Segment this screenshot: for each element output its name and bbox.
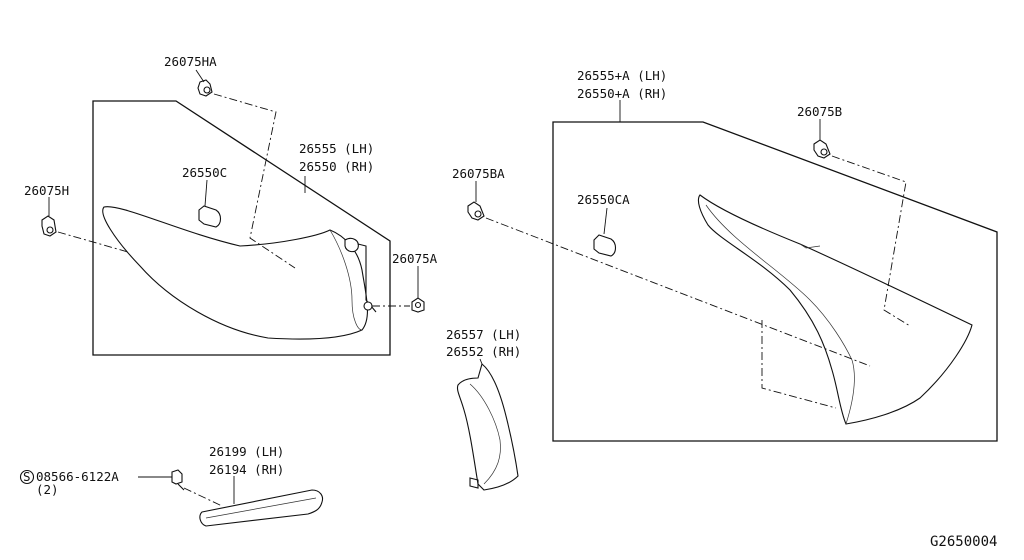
label-26075a: 26075A bbox=[392, 251, 438, 266]
dash-bolt-to-reflector bbox=[183, 487, 223, 507]
label-bolt-code: 08566-6122A bbox=[36, 469, 119, 484]
label-26194-rh: 26194 (RH) bbox=[209, 462, 284, 477]
label-26552-rh: 26552 (RH) bbox=[446, 344, 521, 359]
clip-26075a bbox=[411, 297, 425, 313]
clip-26075h bbox=[41, 215, 57, 237]
label-26557-lh: 26557 (LH) bbox=[446, 327, 521, 342]
label-26075h: 26075H bbox=[24, 183, 69, 198]
clip-26075b bbox=[813, 139, 831, 159]
clip-26075ba bbox=[467, 201, 485, 221]
left-tail-lamp-inner-edge bbox=[329, 229, 363, 331]
leader-26550c bbox=[204, 179, 208, 207]
leader-26075ha bbox=[195, 69, 205, 83]
right-tail-lamp-notch bbox=[799, 243, 821, 249]
label-26555-lh: 26555 (LH) bbox=[299, 141, 374, 156]
dash-26075ha-to-lamp bbox=[213, 93, 296, 269]
clip-26075ha bbox=[197, 79, 213, 97]
side-marker-mount-tab bbox=[469, 477, 479, 489]
dash-26075b-to-lamp bbox=[831, 155, 911, 327]
label-26199-lh: 26199 (LH) bbox=[209, 444, 284, 459]
side-marker-26557 bbox=[456, 363, 519, 491]
label-26075ba: 26075BA bbox=[452, 166, 505, 181]
left-lamp-mount-point bbox=[363, 301, 373, 311]
bulb-26550c bbox=[198, 205, 222, 228]
side-marker-inner-edge bbox=[469, 383, 501, 485]
label-26075ha: 26075HA bbox=[164, 54, 217, 69]
left-assembly-frame bbox=[92, 100, 391, 356]
label-26550c: 26550C bbox=[182, 165, 227, 180]
label-bolt-symbol: S bbox=[23, 469, 31, 484]
label-26550ca: 26550CA bbox=[577, 192, 630, 207]
bolt-08566-6122a bbox=[171, 469, 185, 491]
dash-right-lower-bracket bbox=[761, 320, 837, 409]
right-assembly-frame bbox=[552, 121, 998, 442]
left-tail-lamp bbox=[102, 206, 368, 340]
dash-26075ba-to-lamp bbox=[485, 217, 871, 367]
label-26555a-lh: 26555+A (LH) bbox=[577, 68, 667, 83]
leader-26557-26552 bbox=[479, 358, 483, 365]
right-tail-lamp-inner-edge bbox=[705, 204, 855, 425]
left-lamp-socket bbox=[344, 237, 359, 253]
reflector-inner-line bbox=[205, 497, 317, 519]
figure-id: G2650004 bbox=[930, 534, 997, 550]
leader-26550ca bbox=[603, 207, 608, 235]
bolt-symbol-circle bbox=[19, 469, 35, 485]
dash-26075h-to-lamp bbox=[57, 231, 129, 253]
label-26075b: 26075B bbox=[797, 104, 842, 119]
label-26550-rh: 26550 (RH) bbox=[299, 159, 374, 174]
bulb-26550ca bbox=[593, 234, 617, 257]
label-bolt-qty: (2) bbox=[36, 482, 59, 497]
right-tail-lamp bbox=[697, 194, 973, 425]
label-26550a-rh: 26550+A (RH) bbox=[577, 86, 667, 101]
